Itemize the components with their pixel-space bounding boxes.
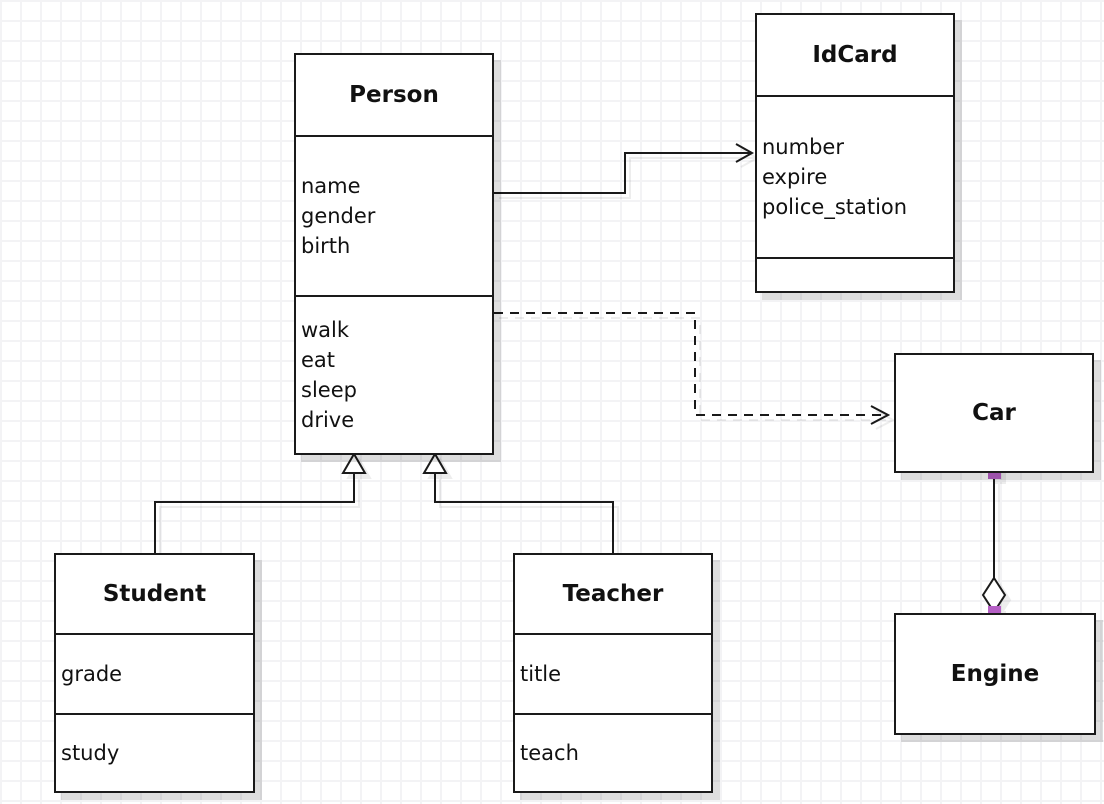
method-item: eat (301, 348, 336, 372)
generalization-triangle-student (341, 452, 367, 474)
generalization-student-person-line[interactable] (154, 473, 355, 553)
attribute-item: name (301, 174, 361, 198)
class-box-car[interactable]: Car (894, 353, 1094, 473)
idcard-attributes-compartment: number expire police_station (757, 95, 953, 257)
class-title-car: Car (972, 400, 1016, 426)
method-item: study (61, 741, 120, 765)
attribute-item: birth (301, 234, 351, 258)
attribute-item: police_station (762, 195, 908, 219)
attribute-item: expire (762, 165, 828, 189)
method-item: drive (301, 408, 355, 432)
class-box-idcard[interactable]: IdCard number expire police_station (755, 13, 955, 293)
generalization-teacher-person-line[interactable] (434, 473, 614, 553)
teacher-attributes-compartment: title (515, 633, 711, 713)
person-methods-compartment: walk eat sleep drive (296, 295, 492, 453)
method-item: sleep (301, 378, 357, 402)
association-open-arrowhead (735, 143, 755, 163)
method-item: walk (301, 318, 350, 342)
class-title-person: Person (349, 82, 439, 108)
class-title-engine: Engine (950, 661, 1040, 687)
class-title-teacher: Teacher (562, 581, 664, 607)
student-attributes-compartment: grade (56, 633, 253, 713)
student-methods-compartment: study (56, 713, 253, 791)
attribute-item: title (520, 662, 562, 686)
teacher-methods-compartment: teach (515, 713, 711, 791)
attribute-item: grade (61, 662, 123, 686)
attribute-item: number (762, 135, 844, 159)
class-title-student: Student (102, 581, 207, 607)
class-box-person[interactable]: Person name gender birth walk eat sleep … (294, 53, 494, 455)
method-item: teach (520, 741, 579, 765)
class-box-engine[interactable]: Engine (894, 613, 1096, 735)
composition-hollow-diamond (981, 576, 1007, 614)
idcard-methods-compartment (757, 257, 953, 291)
dependency-person-car-line[interactable] (494, 312, 884, 416)
class-title-idcard: IdCard (812, 42, 898, 68)
class-box-teacher[interactable]: Teacher title teach (513, 553, 713, 793)
attribute-item: gender (301, 204, 376, 228)
dependency-open-arrowhead (870, 405, 891, 425)
association-person-idcard-line[interactable] (494, 152, 750, 194)
generalization-triangle-teacher (422, 452, 448, 474)
person-attributes-compartment: name gender birth (296, 135, 492, 295)
class-box-student[interactable]: Student grade study (54, 553, 255, 793)
